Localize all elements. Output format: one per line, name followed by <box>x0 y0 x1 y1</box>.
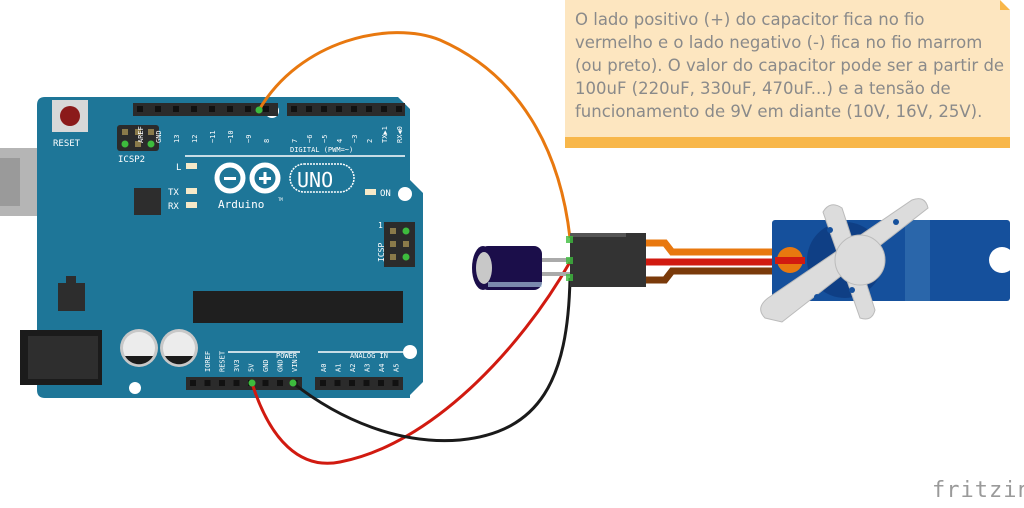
pin-label: ~5 <box>321 135 329 143</box>
pin-label: 5V <box>248 363 256 372</box>
pin-label: 4 <box>336 139 344 143</box>
digital-header-left[interactable] <box>133 103 278 116</box>
header-pin[interactable] <box>219 380 225 386</box>
power-wire[interactable] <box>250 261 572 465</box>
header-pin[interactable] <box>392 380 399 386</box>
header-pin[interactable] <box>190 380 196 386</box>
pin-label: GND <box>277 359 285 372</box>
led-on <box>365 189 376 195</box>
reset-button[interactable] <box>52 100 88 132</box>
pin-label: IOREF <box>204 351 212 372</box>
header-pin[interactable] <box>173 106 179 112</box>
header-pin[interactable] <box>321 106 327 112</box>
led-rx-label: RX <box>168 202 179 212</box>
signal-wire[interactable] <box>257 31 572 239</box>
pin-label: GND <box>262 359 270 372</box>
pin-label: 8 <box>263 139 271 143</box>
header-pin[interactable] <box>363 380 370 386</box>
uno-label: UNO <box>297 168 333 192</box>
pin-label: 13 <box>173 135 181 143</box>
arduino-logo <box>214 162 355 194</box>
pin-label: ~6 <box>306 135 314 143</box>
pin-label: A3 <box>364 364 372 372</box>
led-tx-label: TX <box>168 188 179 198</box>
sticky-note: O lado positivo (+) do capacitor fica no… <box>565 0 1010 148</box>
header-pin[interactable] <box>336 106 342 112</box>
pin-label: ~10 <box>227 130 235 143</box>
pin-label: RX◀0 <box>396 126 404 143</box>
power-label: POWER <box>276 352 298 360</box>
voltage-regulator <box>58 283 85 311</box>
servo-horn <box>760 198 929 323</box>
led-l <box>186 163 197 169</box>
pin-label: AREF <box>137 126 145 143</box>
arduino-label: Arduino <box>218 198 264 211</box>
servo-motor <box>760 198 1015 323</box>
header-pin[interactable] <box>396 106 402 112</box>
header-pin[interactable] <box>381 106 387 112</box>
pin-label: RESET <box>219 350 227 372</box>
icsp-pin1-label: 1 <box>378 221 383 230</box>
led-on-label: ON <box>380 189 391 199</box>
led-tx <box>186 188 197 194</box>
header-pin[interactable] <box>378 380 384 386</box>
board-capacitors <box>120 329 198 367</box>
microcontroller-chip <box>193 291 403 323</box>
header-pin[interactable] <box>245 106 251 112</box>
header-pin[interactable] <box>233 380 240 386</box>
small-chip <box>134 188 161 215</box>
pin-label: ~9 <box>245 135 253 143</box>
header-pin[interactable] <box>204 380 211 386</box>
pin-label: A1 <box>335 364 343 372</box>
led-rx <box>186 202 197 208</box>
trademark: TM <box>278 197 283 202</box>
header-pin[interactable] <box>334 380 341 386</box>
pin-label: GND <box>155 130 163 143</box>
note-band <box>565 137 1010 148</box>
header-pin[interactable] <box>209 106 215 112</box>
header-pin[interactable] <box>351 106 357 112</box>
pin-label: ~3 <box>351 135 359 143</box>
header-pin[interactable] <box>277 380 283 386</box>
reset-label: RESET <box>53 139 81 149</box>
pin-label: A5 <box>393 364 401 372</box>
pin-label: A0 <box>320 364 328 372</box>
icsp2-label: ICSP2 <box>118 155 145 165</box>
digital-header-right[interactable] <box>287 103 405 116</box>
pin-label: ~11 <box>209 130 217 143</box>
pin-label: VIN <box>291 359 299 372</box>
header-pin[interactable] <box>155 106 161 112</box>
header-pin[interactable] <box>191 106 197 112</box>
header-pin[interactable] <box>262 380 269 386</box>
analog-label: ANALOG IN <box>350 352 388 360</box>
servo-connector <box>570 233 646 287</box>
pin-label: 2 <box>366 139 374 143</box>
note-fold <box>1000 0 1010 10</box>
pin-label: 7 <box>291 139 299 143</box>
servo-cable <box>645 239 795 284</box>
header-pin[interactable] <box>320 380 326 386</box>
electrolytic-capacitor <box>472 246 572 290</box>
header-pin[interactable] <box>263 106 269 112</box>
power-header[interactable] <box>186 377 302 390</box>
pin-label: 12 <box>191 135 199 143</box>
digital-label: DIGITAL (PWM=~) <box>290 146 353 154</box>
header-pin[interactable] <box>227 106 233 112</box>
led-l-label: L <box>176 163 181 173</box>
pin-label: TX▶1 <box>381 126 389 143</box>
icsp-label: ICSP <box>377 243 386 262</box>
pin-label: A4 <box>378 364 386 372</box>
ground-wire[interactable] <box>292 277 572 443</box>
header-pin[interactable] <box>366 106 372 112</box>
pin-label: A2 <box>349 364 357 372</box>
header-pin[interactable] <box>306 106 312 112</box>
note-text: O lado positivo (+) do capacitor fica no… <box>575 10 1005 121</box>
analog-header[interactable] <box>315 377 403 390</box>
icsp-header <box>384 222 415 267</box>
fritzing-watermark: fritzing <box>932 478 1024 503</box>
pin-label: 3V3 <box>233 359 241 372</box>
header-pin[interactable] <box>137 106 143 112</box>
header-pin[interactable] <box>349 380 355 386</box>
header-pin[interactable] <box>291 106 297 112</box>
